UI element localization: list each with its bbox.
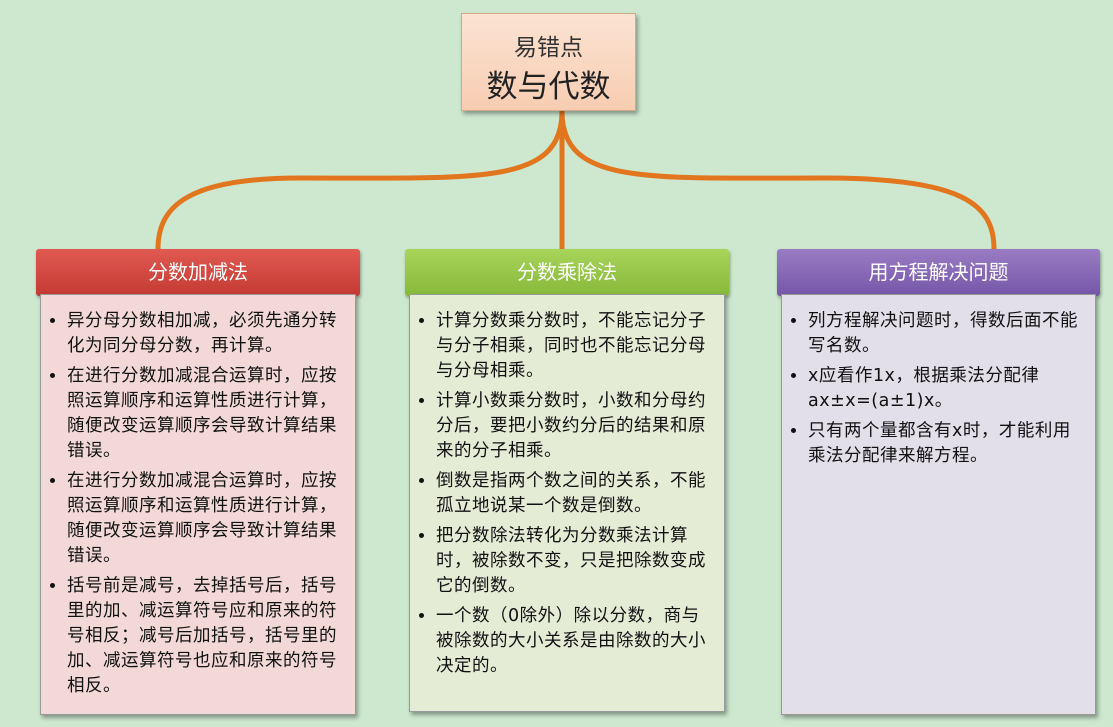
list-item: 列方程解决问题时，得数后面不能写名数。	[808, 309, 1087, 359]
bullet-list: 列方程解决问题时，得数后面不能写名数。 x应看作1x，根据乘法分配律ax±x=(…	[782, 295, 1095, 469]
connector-to-fraction-add-sub	[155, 110, 565, 250]
branch-fraction-mul-div: 分数乘除法 计算分数乘分数时，不能忘记分子与分子相乘，同时也不能忘记分母与分母相…	[405, 249, 729, 712]
list-item: 括号前是减号，去掉括号后，括号里的加、减运算符号应和原来的符号相反；减号后加括号…	[67, 574, 347, 699]
bullet-list: 计算分数乘分数时，不能忘记分子与分子相乘，同时也不能忘记分母与分母相乘。 计算小…	[410, 295, 724, 679]
branch-body: 计算分数乘分数时，不能忘记分子与分子相乘，同时也不能忘记分母与分母相乘。 计算小…	[409, 294, 725, 712]
branch-title: 分数加减法	[36, 249, 360, 296]
list-item: x应看作1x，根据乘法分配律ax±x=(a±1)x。	[808, 364, 1087, 414]
branch-fraction-add-sub: 分数加减法 异分母分数相加减，必须先通分转化为同分母分数，再计算。 在进行分数加…	[36, 249, 360, 715]
root-node: 易错点 数与代数	[461, 13, 636, 111]
list-item: 只有两个量都含有x时，才能利用乘法分配律来解方程。	[808, 419, 1087, 469]
list-item: 异分母分数相加减，必须先通分转化为同分母分数，再计算。	[67, 309, 347, 359]
list-item: 在进行分数加减混合运算时，应按照运算顺序和运算性质进行计算，随便改变运算顺序会导…	[67, 469, 347, 569]
branch-title: 分数乘除法	[405, 249, 729, 296]
list-item: 倒数是指两个数之间的关系，不能孤立地说某一个数是倒数。	[436, 469, 716, 519]
branch-body: 列方程解决问题时，得数后面不能写名数。 x应看作1x，根据乘法分配律ax±x=(…	[781, 294, 1096, 715]
branch-body: 异分母分数相加减，必须先通分转化为同分母分数，再计算。 在进行分数加减混合运算时…	[40, 294, 356, 715]
branch-title: 用方程解决问题	[777, 249, 1100, 296]
branch-equations: 用方程解决问题 列方程解决问题时，得数后面不能写名数。 x应看作1x，根据乘法分…	[777, 249, 1100, 715]
root-title: 数与代数	[486, 69, 611, 105]
root-subtitle: 易错点	[514, 35, 583, 61]
bullet-list: 异分母分数相加减，必须先通分转化为同分母分数，再计算。 在进行分数加减混合运算时…	[41, 295, 355, 699]
list-item: 一个数（0除外）除以分数，商与被除数的大小关系是由除数的大小决定的。	[436, 604, 716, 679]
list-item: 计算分数乘分数时，不能忘记分子与分子相乘，同时也不能忘记分母与分母相乘。	[436, 309, 716, 384]
connector-to-equations	[559, 110, 997, 250]
list-item: 在进行分数加减混合运算时，应按照运算顺序和运算性质进行计算，随便改变运算顺序会导…	[67, 364, 347, 464]
list-item: 把分数除法转化为分数乘法计算时，被除数不变，只是把除数变成它的倒数。	[436, 524, 716, 599]
list-item: 计算小数乘分数时，小数和分母约分后，要把小数约分后的结果和原来的分子相乘。	[436, 389, 716, 464]
